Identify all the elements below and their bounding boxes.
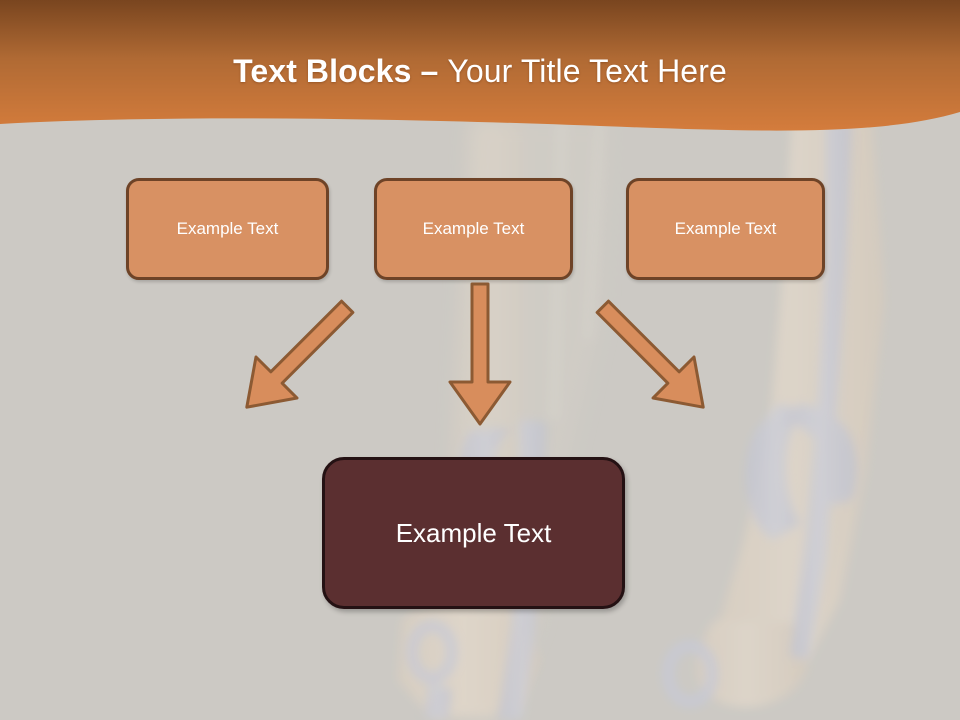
text-block-2[interactable]: Example Text (374, 178, 573, 280)
result-text-block[interactable]: Example Text (322, 457, 625, 609)
text-block-1-label: Example Text (176, 219, 279, 238)
page-title-rest: Your Title Text Here (447, 53, 727, 89)
arrow-diagonal-down-right-icon (222, 282, 372, 432)
arrow-diagonal-down-left-icon (578, 282, 728, 432)
page-title: Text Blocks – Your Title Text Here (0, 52, 960, 90)
header-band-shape (0, 0, 960, 131)
page-title-dash: – (411, 53, 448, 89)
result-text-block-label: Example Text (395, 517, 552, 548)
page-title-bold: Text Blocks (233, 53, 412, 89)
arrow-down-icon (436, 282, 524, 432)
text-block-2-label: Example Text (422, 219, 525, 238)
text-block-1[interactable]: Example Text (126, 178, 329, 280)
text-block-3-label: Example Text (674, 219, 777, 238)
text-block-3[interactable]: Example Text (626, 178, 825, 280)
header-band (0, 0, 960, 150)
